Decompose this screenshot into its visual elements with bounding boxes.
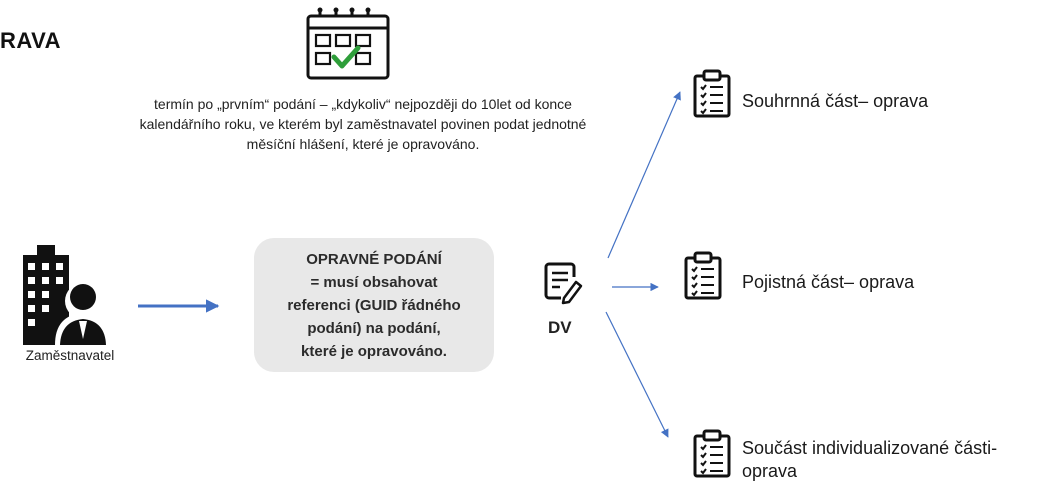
calendar-check-icon (306, 7, 390, 80)
output-label-souhrnna: Souhrnná část– oprava (742, 91, 929, 111)
clipboard-checklist-icon (684, 251, 722, 300)
box-line: referenci (GUID řádného (287, 296, 461, 314)
output-label-pojistna: Pojistná část– oprava (742, 272, 915, 292)
dv-label: DV (548, 318, 572, 337)
arrow-to-individualizovana (605, 311, 669, 438)
box-line: které je opravováno. (301, 342, 447, 360)
page-title: RAVA (0, 28, 62, 53)
arrow-to-souhrnna (607, 91, 681, 259)
clipboard-checklist-icon (693, 69, 731, 118)
box-heading: OPRAVNÉ PODÁNÍ (306, 250, 442, 268)
document-edit-icon (544, 262, 583, 305)
office-building-person-icon (23, 245, 112, 347)
output-label-individualizovana: Součást individualizované části- oprava (742, 438, 998, 481)
correction-filing-box: OPRAVNÉ PODÁNÍ = musí obsahovat referenc… (254, 238, 494, 372)
clipboard-checklist-icon (693, 429, 731, 478)
employer-label: Zaměstnavatel (25, 348, 115, 363)
deadline-note: termín po „prvním“ podání – „kdykoliv“ n… (139, 96, 587, 152)
box-line: = musí obsahovat (310, 273, 438, 291)
box-line: podání) na podání, (307, 319, 441, 337)
